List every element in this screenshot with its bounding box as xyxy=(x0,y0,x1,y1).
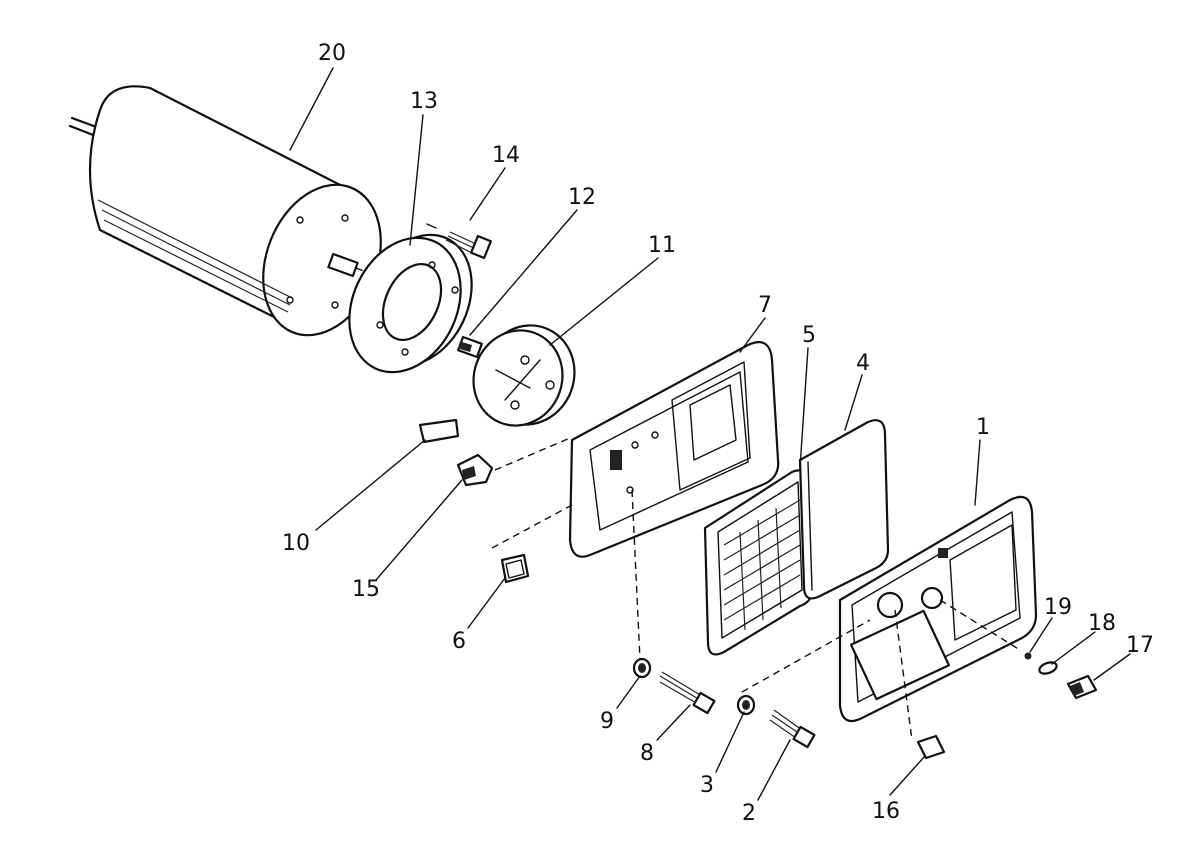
cap-17 xyxy=(1066,674,1098,700)
label-18: 18 xyxy=(1088,611,1116,636)
label-15: 15 xyxy=(352,577,380,602)
cover-4 xyxy=(798,419,890,600)
label-11: 11 xyxy=(648,233,676,258)
spring-18 xyxy=(1038,661,1058,675)
screw-14 xyxy=(426,223,492,260)
label-9: 9 xyxy=(600,709,614,734)
washer-3 xyxy=(736,694,756,716)
label-19: 19 xyxy=(1044,595,1072,620)
label-14: 14 xyxy=(492,143,520,168)
label-6: 6 xyxy=(452,629,466,654)
flange-ring xyxy=(348,233,473,374)
label-12: 12 xyxy=(568,185,596,210)
label-1: 1 xyxy=(976,415,990,440)
label-10: 10 xyxy=(282,531,310,556)
label-4: 4 xyxy=(856,351,870,376)
label-7: 7 xyxy=(758,293,772,318)
housing-1 xyxy=(741,495,1038,741)
leader-lines xyxy=(289,67,1131,801)
screw-2 xyxy=(769,709,816,749)
base-plate-7 xyxy=(491,341,780,661)
label-3: 3 xyxy=(700,773,714,798)
washer-9 xyxy=(632,657,652,679)
grille-5 xyxy=(703,469,814,656)
label-16: 16 xyxy=(872,799,900,824)
label-5: 5 xyxy=(802,323,816,348)
square-pad-10 xyxy=(418,418,460,444)
screw-8 xyxy=(659,671,716,715)
clip-12 xyxy=(457,335,483,359)
plug-16 xyxy=(916,734,946,760)
label-20: 20 xyxy=(318,41,346,66)
small-plate-6 xyxy=(500,553,530,584)
bracket-15 xyxy=(456,437,571,487)
rotor-disc xyxy=(472,324,576,427)
label-8: 8 xyxy=(640,741,654,766)
label-13: 13 xyxy=(410,89,438,114)
part-labels: 20 13 14 12 11 7 5 4 1 10 15 6 9 8 3 2 1… xyxy=(282,41,1154,826)
label-2: 2 xyxy=(742,801,756,826)
label-17: 17 xyxy=(1126,633,1154,658)
dot-19 xyxy=(1024,652,1032,660)
